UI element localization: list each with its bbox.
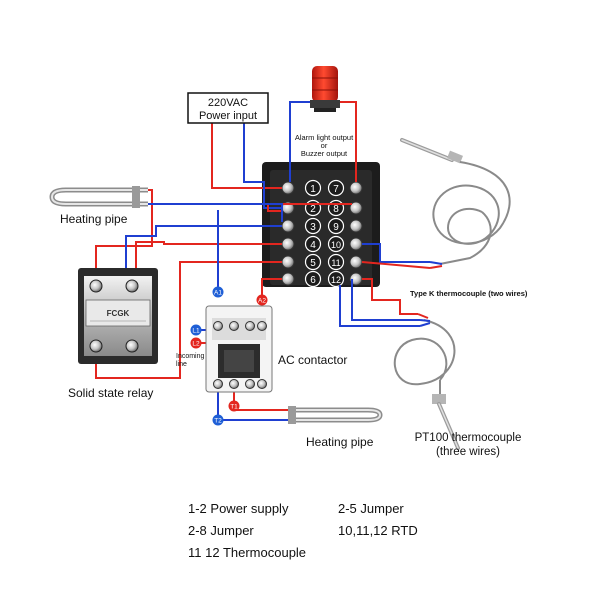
terminal-number: 8 — [333, 204, 339, 215]
red-wire — [336, 101, 357, 182]
heating-pipe-label: Heating pipe — [60, 212, 128, 226]
notes-row: 2-8 Jumper 10,11,12 RTD — [188, 520, 418, 542]
power-input-label: Power input — [199, 110, 257, 122]
terminal-number: 2 — [310, 204, 316, 215]
terminal-screw[interactable] — [281, 255, 295, 269]
pt100-thermocouple-icon — [393, 313, 460, 450]
blue-wire — [339, 285, 420, 327]
terminal-screw[interactable] — [245, 379, 255, 389]
terminal-number: 12 — [331, 275, 341, 285]
notes-row: 11 12 Thermocouple — [188, 542, 418, 564]
red-wire — [233, 392, 296, 411]
terminal-screw[interactable] — [89, 339, 103, 353]
alarm-label: Alarm light output — [295, 133, 354, 142]
blue-wire — [351, 279, 420, 321]
terminal-screw[interactable] — [281, 181, 295, 195]
tag-a1: A1 — [214, 290, 222, 297]
terminal-screw[interactable] — [213, 321, 223, 331]
tag-t2: T2 — [214, 418, 222, 425]
terminal-screw[interactable] — [349, 181, 363, 195]
type-k-thermocouple-icon — [400, 138, 511, 269]
red-wire — [95, 261, 282, 379]
alarm-label: or — [321, 141, 328, 150]
blue-wire — [148, 203, 283, 222]
solid-state-relay: FCGK — [78, 268, 158, 364]
contactor-label: AC contactor — [278, 353, 347, 367]
terminal-screw[interactable] — [281, 237, 295, 251]
notes-row: 1-2 Power supply 2-5 Jumper — [188, 498, 418, 520]
blue-wire — [243, 122, 282, 209]
ssr-brand: FCGK — [107, 309, 130, 318]
blue-wire — [289, 101, 312, 182]
terminal-number: 4 — [310, 240, 316, 251]
terminal-number: 9 — [333, 222, 339, 233]
note-jumper-2-8: 2-8 Jumper — [188, 523, 254, 538]
red-wire — [362, 278, 418, 315]
terminal-screw[interactable] — [89, 279, 103, 293]
pt100-label: PT100 thermocouple — [415, 432, 522, 444]
red-wire — [261, 278, 282, 300]
pt100-label: (three wires) — [436, 446, 500, 458]
ssr-label: Solid state relay — [68, 386, 153, 400]
terminal-screw[interactable] — [349, 255, 363, 269]
terminal-screw[interactable] — [229, 379, 239, 389]
red-wire — [211, 122, 282, 189]
terminal-screw[interactable] — [349, 219, 363, 233]
terminal-screw[interactable] — [213, 379, 223, 389]
blue-wire — [362, 243, 430, 263]
note-jumper-2-5: 2-5 Jumper — [338, 501, 404, 516]
red-wire — [361, 261, 431, 269]
terminal-number: 6 — [310, 275, 316, 286]
alarm-label: Buzzer output — [301, 149, 348, 158]
tag-l1: L1 — [192, 328, 200, 335]
ac-contactor — [205, 305, 273, 393]
note-power-supply: 1-2 Power supply — [188, 501, 289, 516]
terminal-notes: 1-2 Power supply 2-5 Jumper 2-8 Jumper 1… — [188, 498, 418, 564]
terminal-number: 5 — [310, 258, 316, 269]
terminal-screw[interactable] — [281, 272, 295, 286]
type-k-label: Type K thermocouple (two wires) — [410, 289, 528, 298]
terminal-screw[interactable] — [245, 321, 255, 331]
incoming-line-label: line — [176, 361, 187, 368]
terminal-number: 11 — [331, 258, 340, 268]
terminal-screw[interactable] — [349, 201, 363, 215]
terminal-screw[interactable] — [125, 339, 139, 353]
terminal-screw[interactable] — [257, 379, 267, 389]
heating-pipe-icon — [49, 186, 148, 208]
incoming-line-label: Incoming — [176, 353, 205, 360]
power-input-box: 220VAC Power input — [187, 92, 269, 124]
terminal-screw[interactable] — [229, 321, 239, 331]
terminal-screw[interactable] — [281, 219, 295, 233]
terminal-screw[interactable] — [349, 237, 363, 251]
blue-wire — [125, 225, 282, 280]
terminal-number: 1 — [310, 184, 316, 195]
power-input-label: 220VAC — [208, 97, 248, 109]
alarm-beacon-icon — [310, 66, 340, 112]
red-wire — [95, 189, 153, 280]
red-wire — [267, 203, 352, 212]
terminal-screw[interactable] — [125, 279, 139, 293]
tag-l2: L2 — [192, 341, 200, 348]
terminal-screw[interactable] — [257, 321, 267, 331]
red-wire — [135, 241, 282, 280]
heating-pipe-label: Heating pipe — [306, 435, 374, 449]
terminal-number: 7 — [333, 184, 339, 195]
note-rtd: 10,11,12 RTD — [338, 523, 418, 538]
terminal-number: 3 — [310, 222, 316, 233]
controller-terminals: 1 2 3 4 5 6 7 8 9 10 11 12 — [281, 179, 363, 288]
terminal-number: 10 — [331, 240, 341, 250]
heating-pipe-icon — [288, 406, 383, 424]
tag-t1: T1 — [230, 404, 238, 411]
tag-a2: A2 — [258, 298, 266, 305]
note-thermocouple: 11 12 Thermocouple — [188, 545, 307, 560]
